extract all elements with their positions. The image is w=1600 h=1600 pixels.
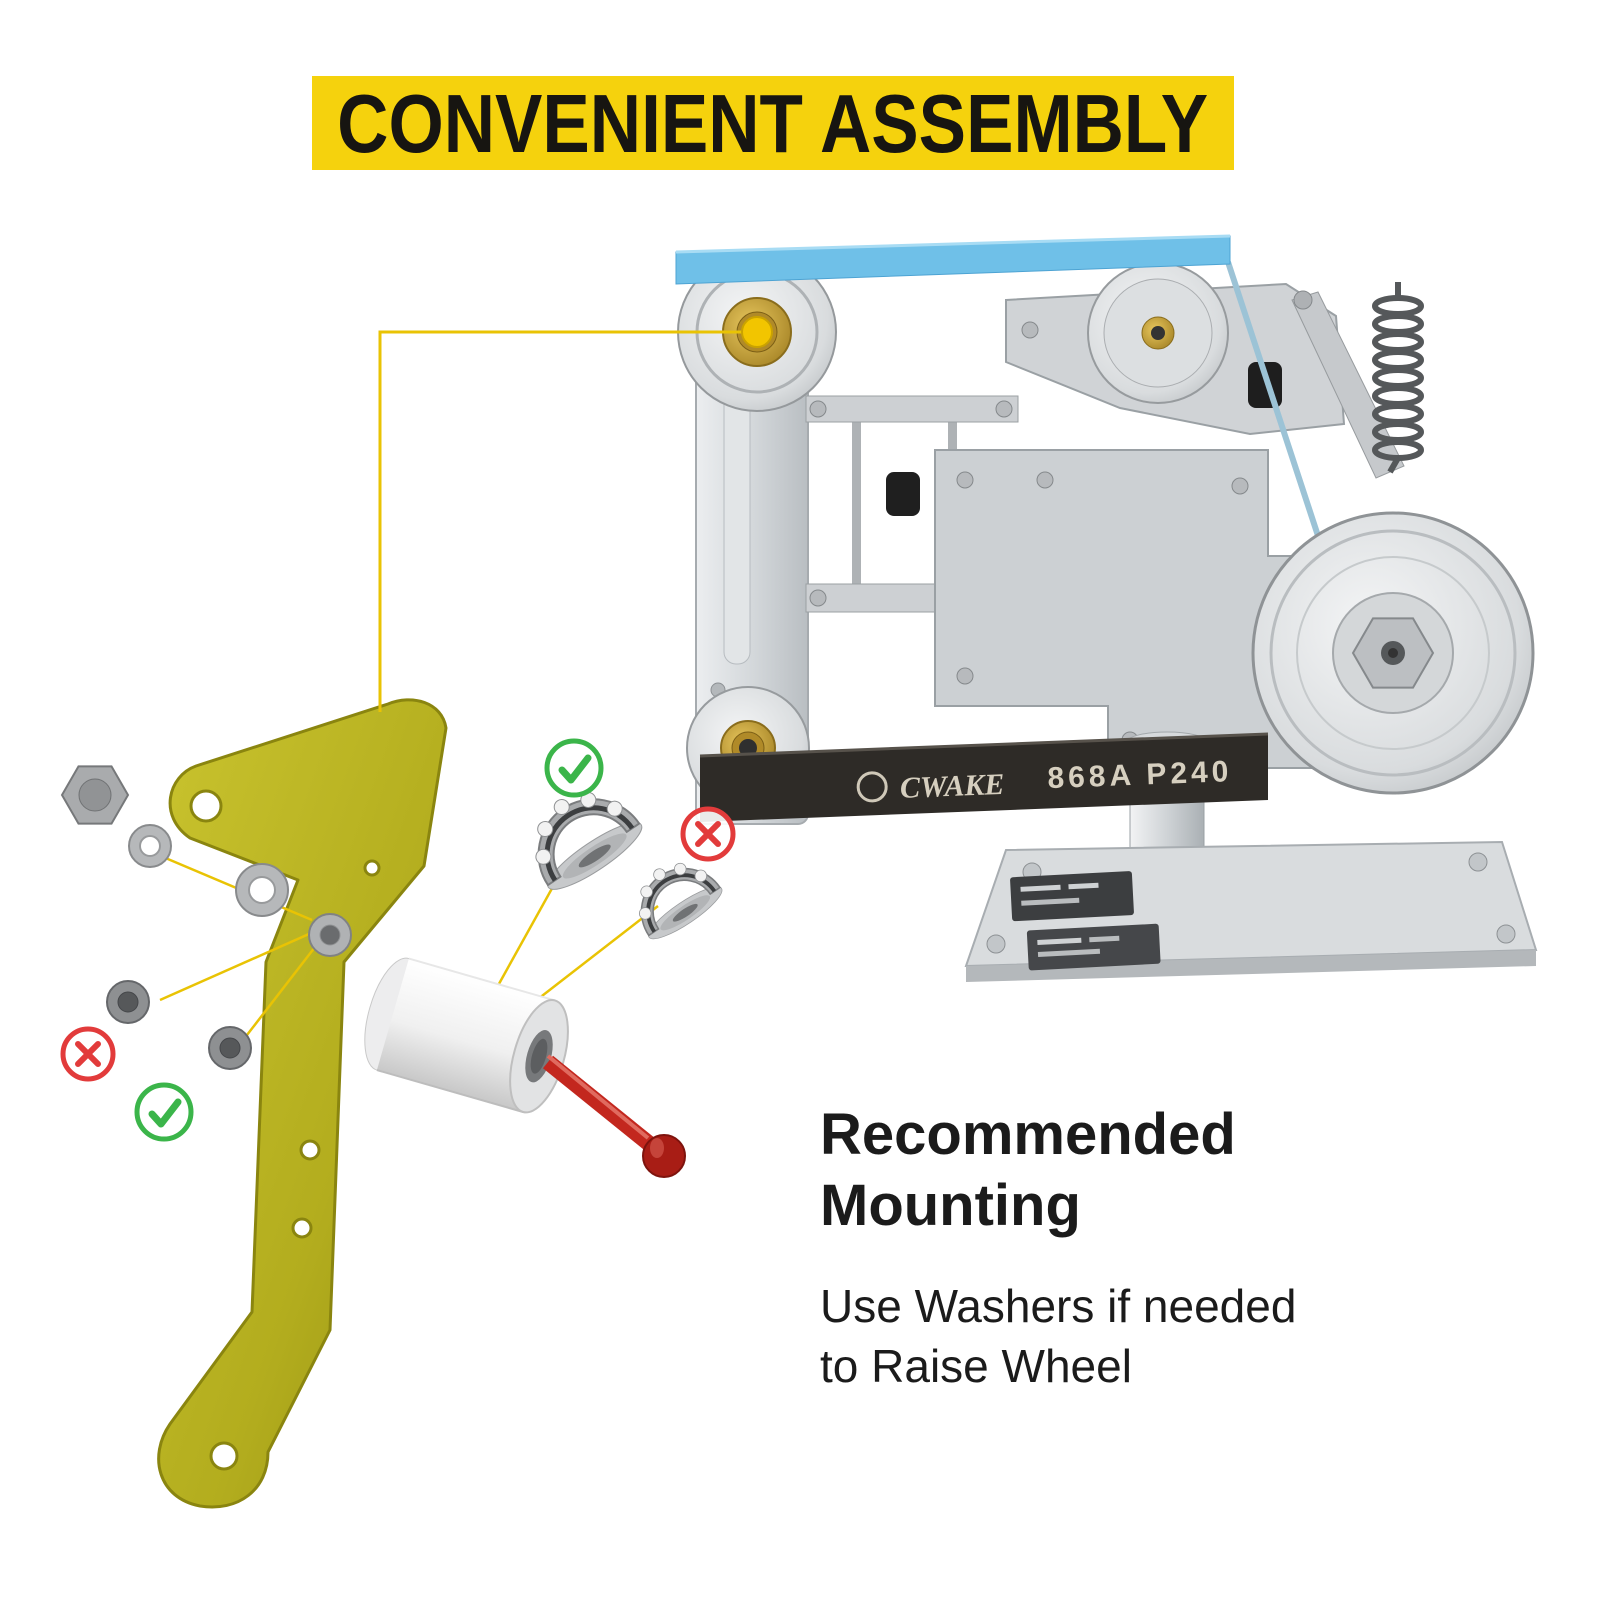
washer-large [235,863,289,917]
belt-top-blue [675,234,1231,285]
bushing-correct [208,1026,252,1070]
belt-logo-icon [856,771,888,803]
callout-line [378,316,773,712]
headline-banner-label: CONVENIENT ASSEMBLY [337,76,1209,170]
bearing-cutaway-correct [535,791,643,890]
recommendation-title-line2: Mounting [820,1172,1081,1238]
recommendation-body: Use Washers if needed to Raise Wheel [820,1276,1500,1397]
bearing-callout-dot [741,316,773,348]
tension-spring [1372,282,1424,474]
headline-banner: CONVENIENT ASSEMBLY [312,76,1234,170]
check-icon [544,738,604,798]
cross-icon [60,1026,116,1082]
bracket-arm [157,698,448,1509]
exploded-diagram [60,698,736,1509]
belt-grit-text: 868A P240 [1047,755,1233,795]
washer-small [128,824,172,868]
recommendation-body-line1: Use Washers if needed [820,1279,1297,1332]
check-icon [134,1082,194,1142]
wheel-top-right [1087,262,1229,404]
wheel-cylinder [364,957,569,1114]
tracking-knob [886,472,920,516]
belt-brand-text: CWAKE [899,768,1005,805]
bearing-cutaway-wrong [638,862,723,940]
cross-icon [680,806,736,862]
name-plate [1010,871,1161,971]
recommendation-title-line1: Recommended [820,1102,1236,1167]
recommendation-body-line2: to Raise Wheel [820,1340,1132,1393]
wheel-drive [1251,511,1535,795]
grinder-photo: CWAKE 868A P240 [675,234,1538,982]
hex-nut [60,765,130,825]
recommendation-text: Recommended Mounting Use Washers if need… [820,1100,1500,1397]
axle-bolt [542,1054,686,1178]
hub-washer [308,913,352,957]
belt-bottom-abrasive: CWAKE 868A P240 [699,732,1269,822]
belt-right-run [1225,261,1325,549]
recommendation-title: Recommended Mounting [820,1100,1500,1242]
bushing-wrong [106,980,150,1024]
